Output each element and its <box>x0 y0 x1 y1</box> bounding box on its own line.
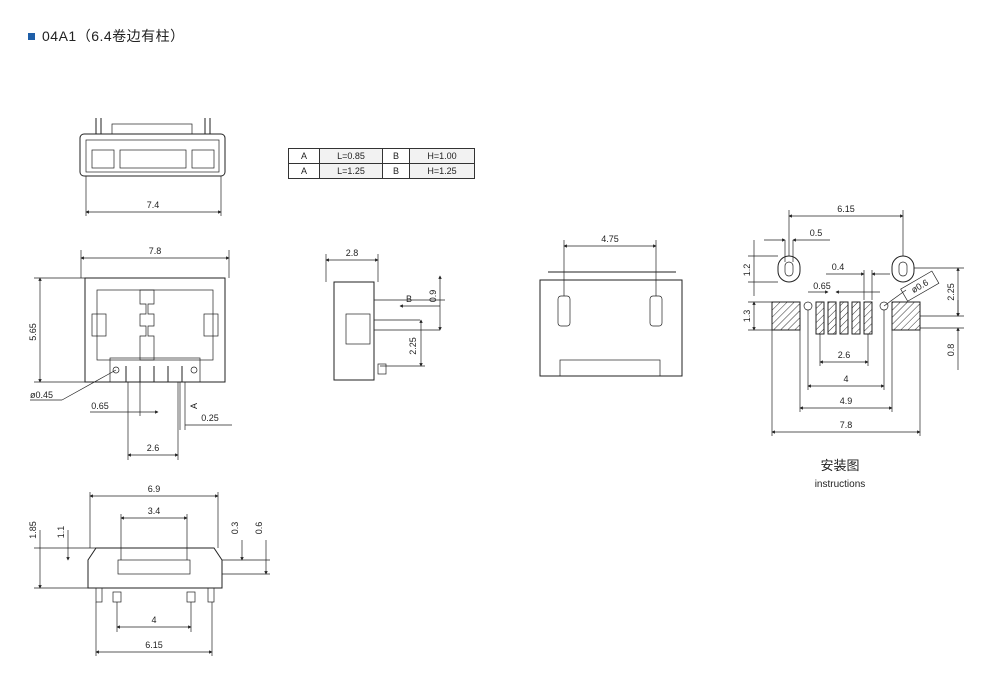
dim-label: A <box>189 403 199 409</box>
dim-label: 2.6 <box>838 350 851 360</box>
spec-cell: L=1.25 <box>319 163 383 179</box>
pad <box>839 301 849 335</box>
top-view: 7.8 5.65 ø0.45 2.6 0.65 0.25 A <box>28 246 232 460</box>
dim-label: 5.65 <box>28 323 38 341</box>
dim-label: 0.6 <box>254 522 264 535</box>
port-view: 6.9 3.4 1.85 1.1 0.3 0.6 4 6.15 <box>28 484 270 656</box>
dim-label: 0.8 <box>946 344 956 357</box>
pad <box>815 301 825 335</box>
spec-cell: L=0.85 <box>319 148 383 164</box>
caption-en: instructions <box>815 479 866 490</box>
section-title-text: 04A1（6.4卷边有柱） <box>42 28 185 44</box>
dim-label: 0.5 <box>810 228 823 238</box>
dim-label: 4.9 <box>840 396 853 406</box>
slot-hole <box>777 255 801 283</box>
dim-label: 7.8 <box>149 246 162 256</box>
side-view: 2.8 B 0.9 2.25 <box>325 248 445 381</box>
dim-label: 4 <box>843 374 848 384</box>
front-left-window <box>91 149 115 169</box>
dim-label: 0.65 <box>91 401 109 411</box>
dim-label: 2.8 <box>346 248 359 258</box>
dim-label: 0.25 <box>201 413 219 423</box>
slot-hole <box>891 255 915 283</box>
dim-label: ø0.6 <box>909 277 930 295</box>
spec-cell: A <box>288 163 320 179</box>
dim-label: 3.4 <box>148 506 161 516</box>
dim-label: 0.65 <box>813 281 831 291</box>
port-body <box>87 547 223 589</box>
dim-label: B <box>406 294 412 304</box>
dim-label: 6.15 <box>837 204 855 214</box>
dim-label: 1.3 <box>742 310 752 323</box>
dim-label: 6.15 <box>145 640 163 650</box>
front-port <box>119 149 187 169</box>
pad <box>827 301 837 335</box>
dim-label: 4 <box>151 615 156 625</box>
dim-label: 1.2 <box>742 264 752 277</box>
dim-label: 2.25 <box>408 337 418 355</box>
dim-label: 7.8 <box>840 420 853 430</box>
side-body <box>333 281 375 381</box>
spec-cell: B <box>382 148 410 164</box>
spec-cell: H=1.00 <box>409 148 475 164</box>
spec-row: A L=1.25 B H=1.25 <box>288 163 475 179</box>
spec-table: A L=0.85 B H=1.00 A L=1.25 B H=1.25 <box>288 148 475 179</box>
dim-label: 1.85 <box>28 521 38 539</box>
caption-cn: 安装图 <box>820 458 859 473</box>
pad <box>863 301 873 335</box>
back-view: 4.75 <box>539 234 683 377</box>
bullet-square-icon <box>28 32 35 40</box>
footprint-view: 6.15 0.5 1.2 0.4 0.65 ø0.6 2.25 <box>742 204 964 490</box>
dim-label: 0.4 <box>832 262 845 272</box>
spec-cell: H=1.25 <box>409 163 475 179</box>
dim-label: 0.3 <box>230 522 240 535</box>
pad <box>891 301 921 331</box>
dim-label: ø0.45 <box>30 390 53 400</box>
dim-label: 6.9 <box>148 484 161 494</box>
dim-label: 2.6 <box>147 443 160 453</box>
locating-hole <box>112 366 120 374</box>
dim-label: 4.75 <box>601 234 619 244</box>
back-body <box>539 279 683 377</box>
section-title: 04A1（6.4卷边有柱） <box>28 26 185 46</box>
locating-hole <box>190 366 198 374</box>
dim-label: 7.4 <box>147 200 160 210</box>
dim-label: 1.1 <box>56 526 66 539</box>
front-view: 7.4 <box>79 118 226 216</box>
spec-cell: B <box>382 163 410 179</box>
dim-label: 2.25 <box>946 283 956 301</box>
dim-label: 0.9 <box>428 290 438 303</box>
front-right-window <box>191 149 215 169</box>
pad <box>851 301 861 335</box>
front-inner <box>85 139 220 173</box>
spec-row: A L=0.85 B H=1.00 <box>288 148 475 164</box>
pad <box>771 301 801 331</box>
